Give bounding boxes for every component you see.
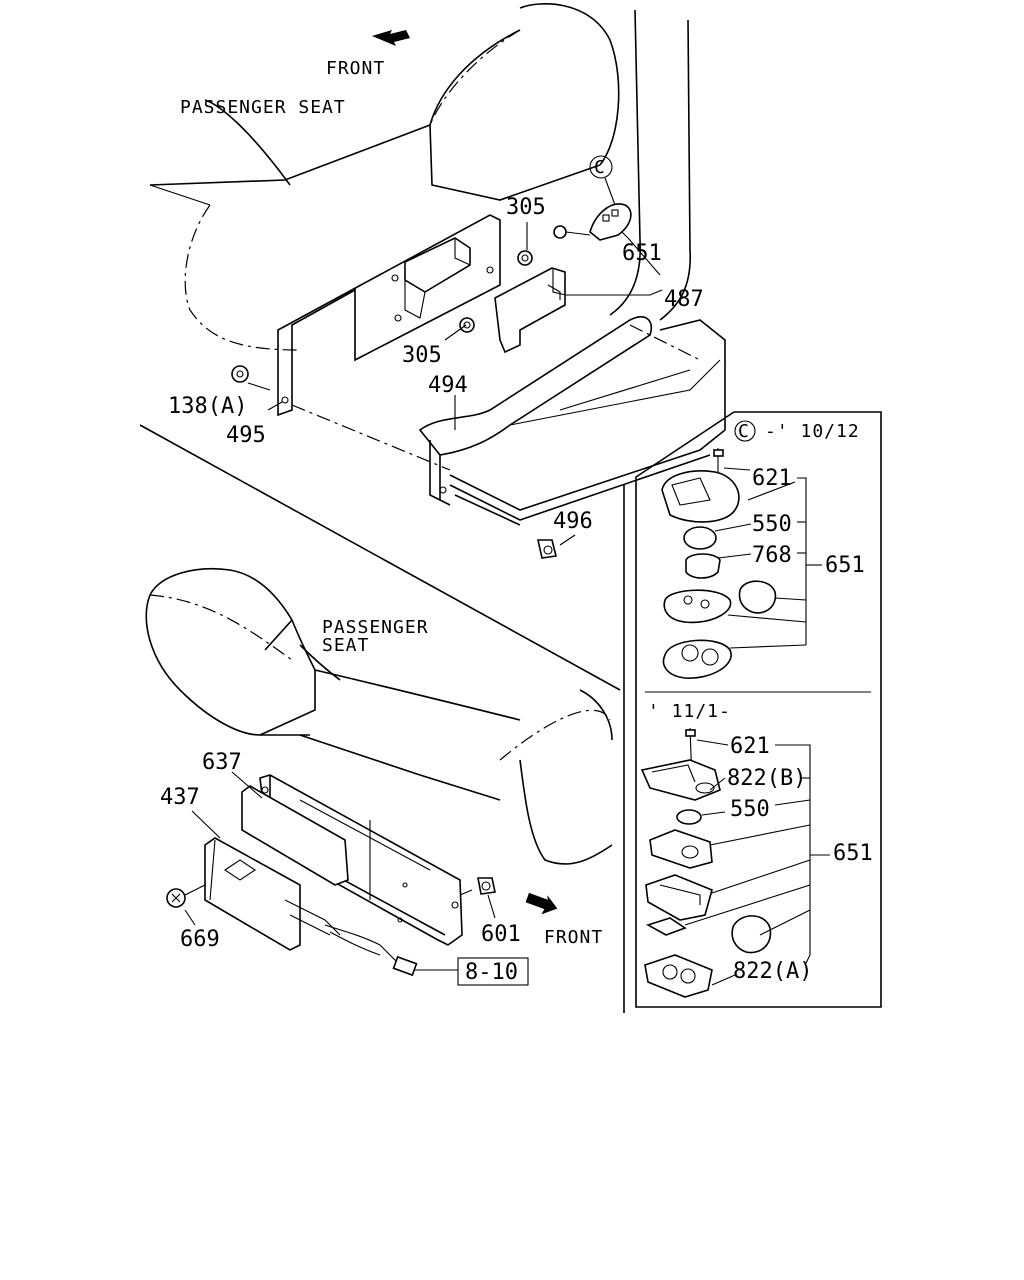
mounting-bracket-637 [259,774,463,946]
reference-8-10-box [457,957,529,986]
inset-upper-label-621: 621 [752,466,792,491]
label-138a: 138(A) [168,394,247,419]
inset-lower-label-822a: 822(A) [733,959,812,984]
passenger-seat-label-lower-2: SEAT [322,635,369,656]
reference-8-10-label: 8-10 [465,960,518,985]
label-305-upper: 305 [506,195,546,220]
leader-lines-lower [184,771,496,971]
label-669: 669 [180,927,220,952]
inset-upper-leaders [714,467,822,649]
label-601: 601 [481,922,521,947]
front-label-lower: FRONT [544,927,603,948]
inset-lower-leaders [684,739,830,986]
front-label-top: FRONT [326,58,385,79]
side-trim-cover-494 [418,316,726,526]
inset-lower-label-621: 621 [730,734,770,759]
circle-c-callout-top: C [589,155,616,206]
inset-upper-parts [661,448,777,679]
inset-lower-range: ' 11/1- [648,701,731,722]
label-487: 487 [664,287,704,312]
screw-669 [166,884,206,908]
svg-text:C: C [594,157,606,178]
inset-frame [623,411,882,1013]
front-arrow-top [372,30,410,46]
nut-305-lower [459,317,475,333]
label-495: 495 [226,423,266,448]
inset-lower-label-822b: 822(B) [727,766,806,791]
inset-lower-parts [640,727,772,998]
passenger-seat-label-top: PASSENGER SEAT [180,97,346,118]
front-arrow-lower [525,892,558,915]
label-305-lower: 305 [402,343,442,368]
screw-601 [459,877,496,896]
passenger-seat-lower-outline [145,567,613,865]
inset-upper-label-768: 768 [752,543,792,568]
label-496: 496 [553,509,593,534]
passenger-seat-label-lower-1: PASSENGER [322,617,429,638]
nut-305-upper [517,250,533,266]
inset-lower-label-651: 651 [833,841,873,866]
module-bracket-487 [494,267,566,354]
inset-upper-c-badge: C [734,420,756,442]
leader-lines-top [247,222,663,546]
inset-upper-label-651: 651 [825,553,865,578]
svg-text:C: C [738,421,750,442]
seat-frame-bracket [277,214,501,471]
inset-upper-label-550: 550 [752,512,792,537]
label-437: 437 [160,785,200,810]
nut-138a [231,365,249,383]
inset-upper-range: -' 10/12 [765,421,860,442]
label-651-top: 651 [622,241,662,266]
label-494: 494 [428,373,468,398]
key-fob-651-top [553,203,632,241]
label-637: 637 [202,750,242,775]
inset-lower-label-550: 550 [730,797,770,822]
screw-496 [537,539,557,559]
passenger-seat-top-outline [139,3,691,691]
wire-harness [324,924,418,977]
control-module-437 [204,785,349,951]
